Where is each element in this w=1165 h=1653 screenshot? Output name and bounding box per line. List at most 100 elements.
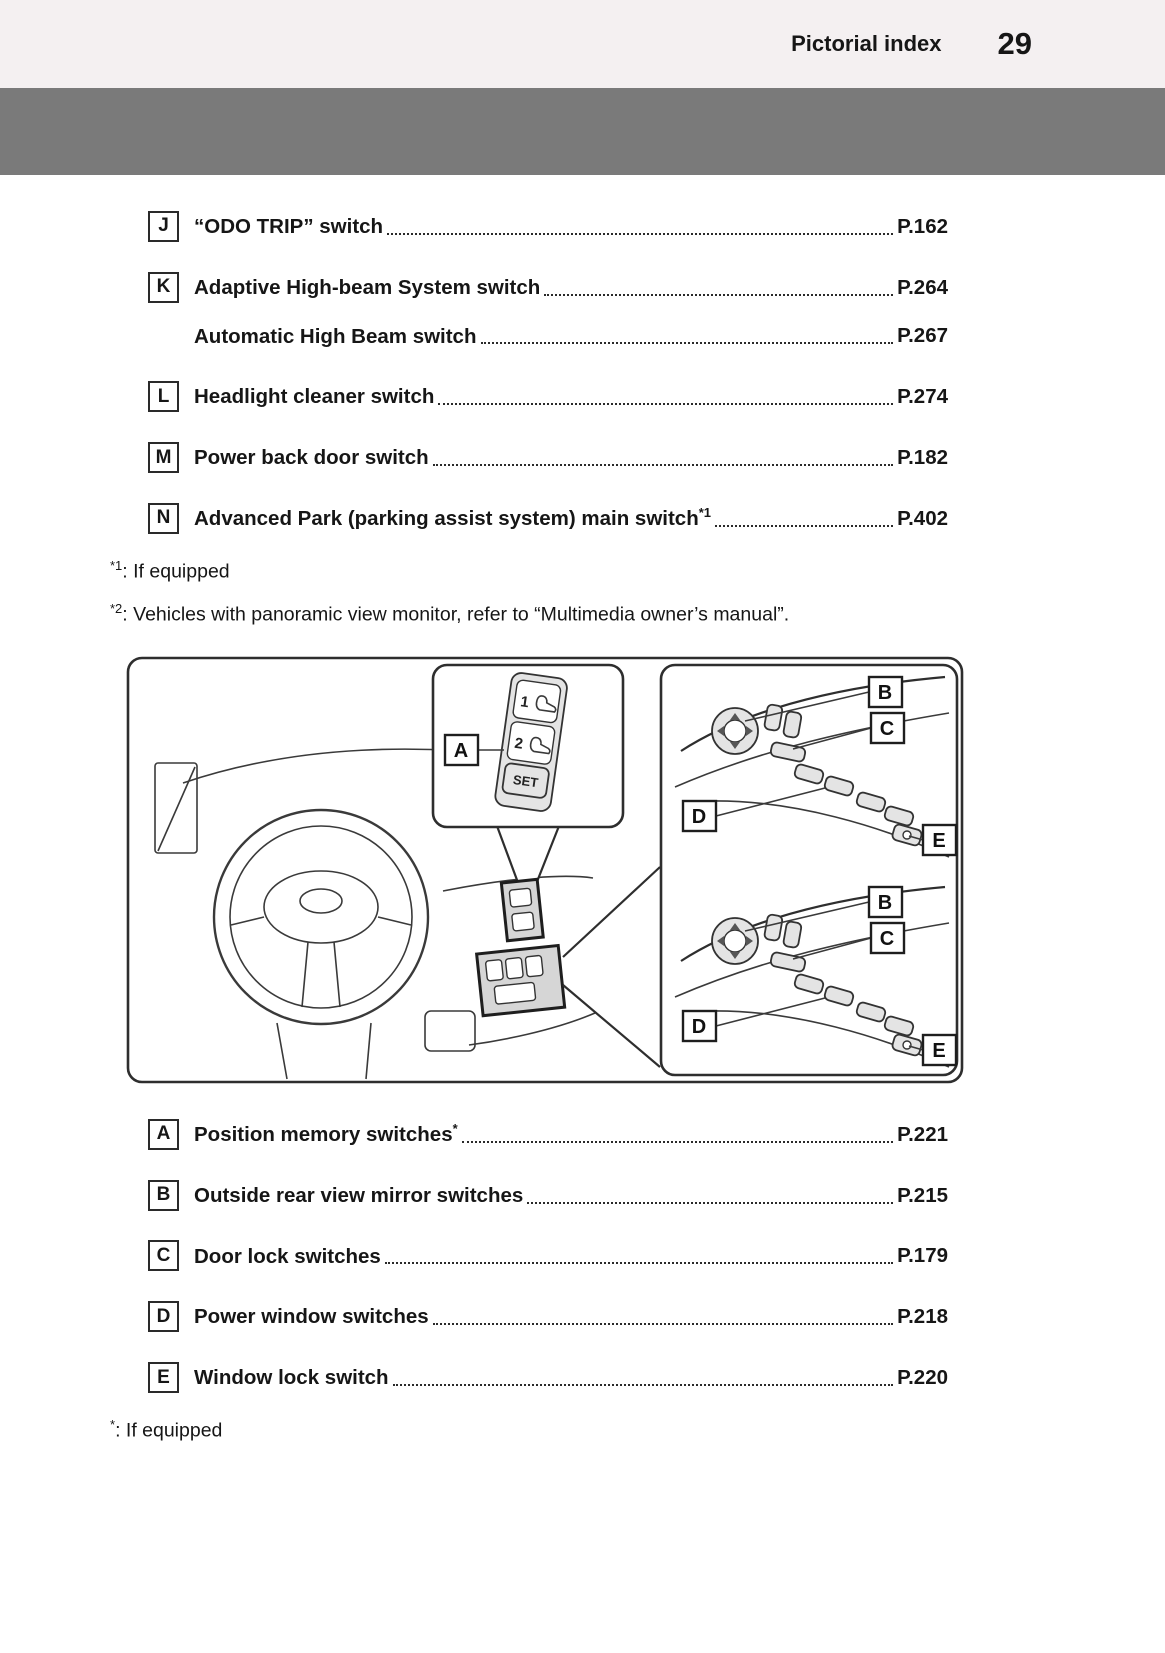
index-entry: E Window lock switch P.220	[148, 1356, 948, 1394]
entry-label-text: Automatic High Beam switch	[194, 324, 477, 348]
entry-label-text: Door lock switches	[194, 1244, 381, 1268]
entry-page-ref: P.264	[897, 275, 948, 299]
index-list-top: J “ODO TRIP” switch P.162 K Adaptive Hig…	[148, 205, 948, 534]
entry-letter-badge: A	[148, 1118, 179, 1150]
footnote-text: : If equipped	[122, 560, 230, 583]
index-entry: D Power window switches P.218	[148, 1295, 948, 1333]
callout-e-box	[921, 823, 958, 857]
index-entry: K Adaptive High-beam System switch P.264	[148, 266, 948, 303]
entry-label-text: Power back door switch	[194, 446, 429, 470]
index-entry: A Position memory switches* P.221	[148, 1113, 948, 1150]
section-title: Pictorial index	[791, 31, 942, 56]
index-entry: B Outside rear view mirror switches P.21…	[148, 1174, 948, 1211]
entry-label: Window lock switch	[194, 1356, 389, 1393]
pictorial-diagram: 1 2 SET A	[125, 655, 965, 1085]
dotted-leader	[432, 1323, 894, 1326]
callout-d-box	[681, 1009, 718, 1043]
entry-page-ref: P.274	[897, 385, 948, 409]
entry-page-ref: P.179	[897, 1244, 948, 1268]
entry-label: Advanced Park (parking assist system) ma…	[194, 497, 711, 534]
door-panel-figure: B C D E B C D	[659, 663, 959, 1077]
footnote-text: : Vehicles with panoramic view monitor, …	[122, 603, 790, 626]
entry-letter-badge: C	[148, 1240, 179, 1272]
entry-letter-badge: L	[148, 381, 179, 413]
callout-c-letter: C	[880, 718, 894, 740]
entry-page-ref: P.215	[897, 1183, 948, 1207]
entry-label: Power window switches	[194, 1295, 429, 1332]
entry-label: Headlight cleaner switch	[194, 375, 434, 412]
index-entry: N Advanced Park (parking assist system) …	[148, 497, 948, 534]
entry-letter-badge: B	[148, 1179, 179, 1211]
callout-c-letter: C	[880, 928, 894, 950]
set-button-label: SET	[512, 772, 539, 790]
entry-page-ref: P.220	[897, 1366, 948, 1390]
callout-b-letter: B	[878, 892, 892, 914]
entry-letter-badge: D	[148, 1301, 179, 1333]
seat-icon	[535, 695, 557, 713]
dotted-leader	[432, 464, 894, 467]
dotted-leader	[544, 293, 894, 296]
index-entry: C Door lock switches P.179	[148, 1235, 948, 1272]
entry-footnote-marker: *	[452, 1120, 458, 1136]
entry-label: “ODO TRIP” switch	[194, 205, 383, 242]
entry-label: Position memory switches*	[194, 1113, 458, 1150]
highlighted-switches	[474, 877, 567, 1018]
footnote: *2: Vehicles with panoramic view monitor…	[110, 601, 1165, 627]
entry-label: Outside rear view mirror switches	[194, 1174, 523, 1211]
callout-e-letter: E	[932, 830, 945, 852]
footnote-marker: *	[110, 1417, 116, 1433]
entry-label: Door lock switches	[194, 1235, 381, 1272]
seat-icon	[529, 736, 551, 755]
callout-e-box	[921, 1033, 958, 1067]
footnote-marker: *2	[110, 601, 123, 617]
callout-e-letter: E	[932, 1040, 945, 1062]
entry-label: Power back door switch	[194, 436, 429, 473]
index-entry: J “ODO TRIP” switch P.162	[148, 205, 948, 242]
page-content: J “ODO TRIP” switch P.162 K Adaptive Hig…	[0, 175, 1165, 1443]
index-entry-continuation: Automatic High Beam switch P.267	[148, 315, 948, 352]
callout-c-box	[869, 711, 906, 745]
entry-page-ref: P.182	[897, 446, 948, 470]
callout-d-box	[681, 799, 718, 833]
page-number: 29	[997, 26, 1032, 61]
entry-label: Automatic High Beam switch	[194, 315, 477, 352]
section-banner	[0, 88, 1165, 175]
memory-switch-strip: 1 2 SET	[494, 672, 568, 812]
dotted-leader	[384, 1262, 894, 1265]
entry-letter-badge: J	[148, 210, 179, 242]
memory-button-1-label: 1	[519, 693, 530, 711]
callout-b-letter: B	[878, 682, 892, 704]
page-header: Pictorial index 29	[0, 0, 1165, 88]
entry-label-text: Adaptive High-beam System switch	[194, 275, 541, 299]
entry-label-text: Advanced Park (parking assist system) ma…	[194, 506, 699, 530]
entry-page-ref: P.162	[897, 214, 948, 238]
entry-label-text: “ODO TRIP” switch	[194, 214, 384, 238]
entry-label-text: Headlight cleaner switch	[194, 385, 435, 409]
entry-label-text: Outside rear view mirror switches	[194, 1183, 524, 1207]
dotted-leader	[392, 1384, 894, 1387]
index-entry: L Headlight cleaner switch P.274	[148, 375, 948, 413]
entry-page-ref: P.402	[897, 506, 948, 530]
footnote: *1: If equipped	[110, 558, 1165, 584]
dotted-leader	[715, 524, 894, 527]
steering-wheel	[212, 808, 430, 1026]
entry-label-text: Window lock switch	[194, 1366, 389, 1390]
dotted-leader	[480, 342, 894, 345]
dotted-leader	[387, 232, 894, 235]
callout-b-box	[867, 675, 904, 709]
entry-letter-badge: K	[148, 271, 179, 303]
memory-button-2-label: 2	[513, 735, 524, 753]
position-memory-inset: 1 2 SET A	[431, 663, 625, 911]
callout-d-letter: D	[692, 806, 706, 828]
entry-page-ref: P.267	[897, 324, 948, 348]
index-entry: M Power back door switch P.182	[148, 436, 948, 474]
dotted-leader	[527, 1201, 894, 1204]
dotted-leader	[461, 1140, 894, 1143]
callout-d-letter: D	[692, 1016, 706, 1038]
callout-lines-to-door-panels	[562, 866, 661, 1068]
footnote: *: If equipped	[110, 1417, 1165, 1443]
entry-label: Adaptive High-beam System switch	[194, 266, 540, 303]
dotted-leader	[438, 403, 894, 406]
footnote-marker: *1	[110, 557, 123, 573]
footnotes-bottom: *: If equipped	[110, 1417, 1165, 1443]
